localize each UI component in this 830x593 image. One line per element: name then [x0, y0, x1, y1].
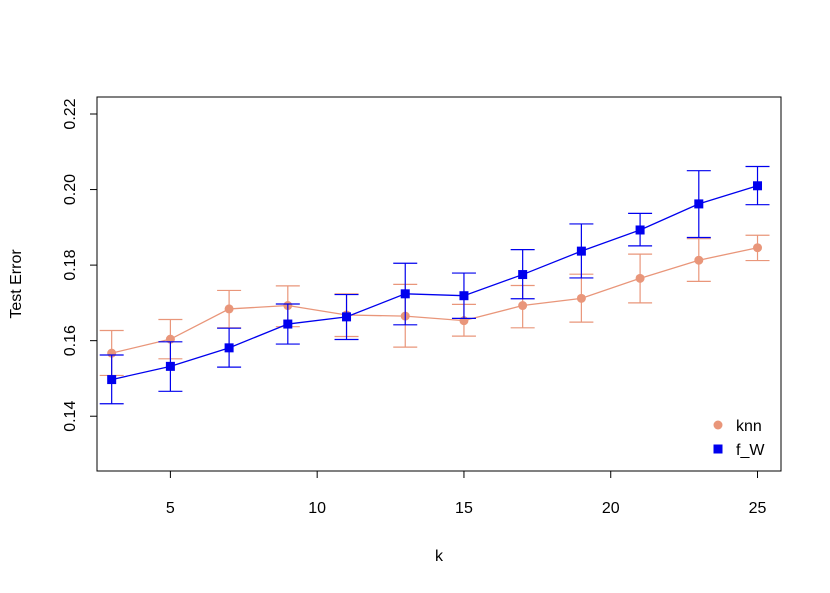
data-point [635, 225, 645, 235]
data-point [400, 289, 410, 299]
data-point [576, 293, 586, 303]
legend-marker-knn [713, 420, 723, 430]
data-point [224, 304, 234, 314]
data-point [342, 312, 352, 322]
legend-marker-f_W [713, 444, 723, 454]
y-tick-label: 0.22 [62, 98, 79, 129]
x-tick-label: 15 [455, 500, 473, 517]
data-point [753, 181, 763, 191]
data-point [518, 301, 528, 311]
data-point [635, 273, 645, 283]
x-axis-label: k [435, 548, 444, 565]
series-line-f_W [111, 185, 758, 381]
data-point [518, 270, 528, 280]
series-line-knn [111, 247, 758, 354]
data-point [283, 319, 293, 329]
data-point [459, 291, 469, 301]
data-point [224, 343, 234, 353]
data-point [107, 375, 117, 385]
y-tick-label: 0.20 [62, 174, 79, 205]
y-axis-label: Test Error [8, 249, 25, 319]
series-knn [99, 234, 770, 377]
data-point [576, 246, 586, 256]
y-tick-label: 0.18 [62, 249, 79, 280]
legend-label-knn: knn [736, 418, 762, 435]
legend: knn f_W [713, 418, 765, 459]
legend-label-f_W: f_W [736, 442, 765, 459]
x-axis: 5 10 15 20 25 [166, 471, 767, 517]
x-tick-label: 10 [308, 500, 326, 517]
y-tick-label: 0.14 [62, 401, 79, 432]
data-point [165, 361, 175, 371]
series-layer [99, 165, 770, 405]
x-tick-label: 5 [166, 500, 175, 517]
y-axis: 0.14 0.16 0.18 0.20 0.22 [62, 98, 97, 432]
data-point [753, 243, 763, 253]
data-point [694, 255, 704, 265]
series-f_W [99, 165, 770, 405]
data-point [694, 199, 704, 209]
y-tick-label: 0.16 [62, 325, 79, 356]
x-tick-label: 25 [749, 500, 767, 517]
plot-frame [96, 96, 782, 472]
x-tick-label: 20 [602, 500, 620, 517]
